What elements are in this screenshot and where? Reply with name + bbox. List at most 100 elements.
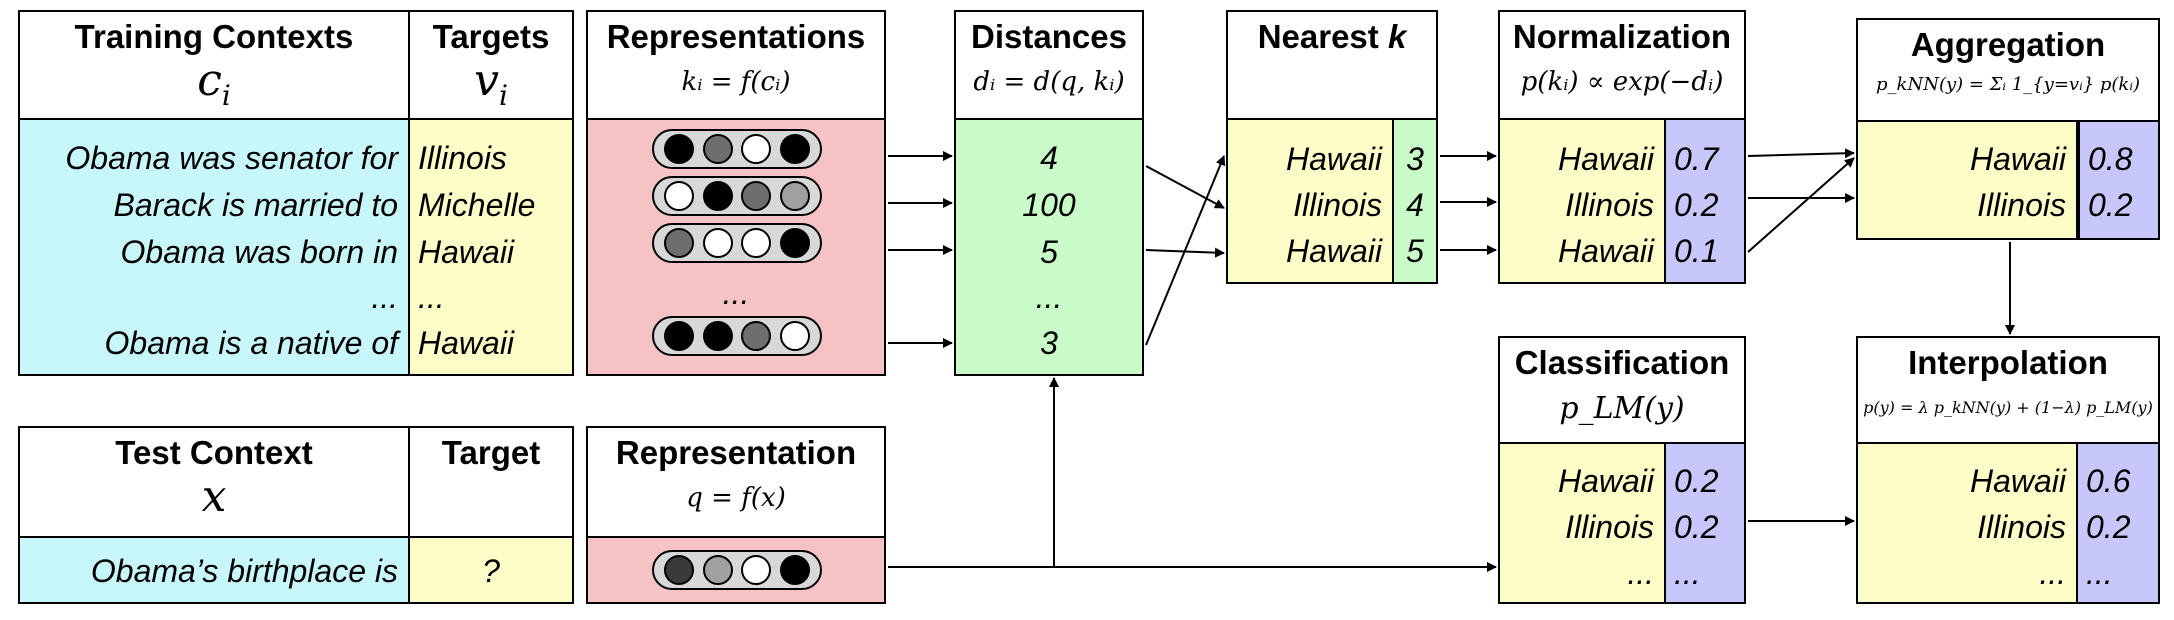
normalization-label: Illinois (1565, 187, 1654, 223)
vector-dot (664, 321, 695, 351)
targets-title: Targets (432, 18, 550, 55)
arrow-norm-to-agg (1747, 148, 1855, 159)
nearest-title: Nearest k (1257, 18, 1407, 55)
interpolation-probs: 0.6 0.2 ... (2076, 442, 2160, 604)
target-value: Illinois (418, 140, 507, 176)
representation-formula: q = f(x) (686, 483, 786, 513)
test-context-cell: Obama’s birthplace is (18, 536, 410, 604)
aggregation-labels: Hawaii Illinois (1856, 120, 2078, 240)
vector-dot (664, 228, 695, 258)
vector-dot (779, 321, 810, 351)
nearest-distance: 4 (1406, 187, 1424, 223)
target-value: ... (418, 279, 445, 315)
classification-title: Classification (1514, 344, 1730, 381)
target-value: Hawaii (418, 325, 515, 361)
aggregation-title: Aggregation (1910, 26, 2106, 63)
vector-dot (664, 134, 695, 164)
key-vector (652, 316, 822, 356)
interpolation-prob: ... (2086, 555, 2113, 591)
target-value: Michelle (418, 187, 536, 223)
distances-list: 4 100 5 ... 3 (954, 118, 1144, 376)
test-target-cell: ? (408, 536, 574, 604)
normalization-formula: p(kᵢ) ∝ exp(−dᵢ) (1520, 67, 1724, 97)
distances-header: Distances dᵢ = d(q, kᵢ) (954, 10, 1144, 120)
nearest-labels: Hawaii Illinois Hawaii (1226, 118, 1394, 284)
vector-dot (779, 181, 810, 211)
vector-dot (741, 228, 772, 258)
targets-list: Illinois Michelle Hawaii ... Hawaii (408, 118, 574, 376)
arrow-dist-to-nearest (1145, 247, 1225, 258)
vector-dot (779, 555, 810, 585)
normalization-probs: 0.7 0.2 0.1 (1664, 118, 1746, 284)
normalization-header: Normalization p(kᵢ) ∝ exp(−dᵢ) (1498, 10, 1746, 120)
training-contexts-symbol: ci (197, 55, 231, 112)
vector-dot (779, 134, 810, 164)
training-context: Barack is married to (113, 187, 398, 223)
training-context: Obama was senator for (65, 140, 398, 176)
vector-dot (702, 134, 733, 164)
arrow-dist-to-nearest (1145, 165, 1225, 209)
interpolation-label: ... (2039, 555, 2066, 591)
nearest-distance: 5 (1406, 233, 1424, 269)
key-vector (652, 223, 822, 263)
normalization-prob: 0.1 (1674, 233, 1719, 269)
classification-formula: p_LM(y) (1559, 391, 1685, 426)
test-target-value: ? (482, 553, 500, 589)
representations-ellipsis: ... (722, 275, 750, 311)
vector-dot (779, 228, 810, 258)
interpolation-title: Interpolation (1908, 344, 2108, 381)
vector-dot (702, 228, 733, 258)
training-context: ... (371, 279, 398, 315)
aggregation-prob: 0.8 (2088, 141, 2133, 177)
test-context-header: Test Context x (18, 426, 410, 538)
nearest-label: Illinois (1293, 187, 1382, 223)
aggregation-label: Illinois (1977, 187, 2066, 223)
distances-formula: dᵢ = d(q, kᵢ) (973, 67, 1125, 97)
classification-prob: 0.2 (1674, 509, 1719, 545)
representations-title: Representations (606, 18, 866, 55)
distance-value: 4 (1040, 140, 1058, 176)
vector-dot (741, 181, 772, 211)
key-vector (652, 176, 822, 216)
training-contexts-title: Training Contexts (74, 18, 354, 55)
vector-dot (741, 555, 772, 585)
representations-header: Representations kᵢ = f(cᵢ) (586, 10, 886, 120)
normalization-labels: Hawaii Illinois Hawaii (1498, 118, 1666, 284)
classification-prob: ... (1674, 555, 1701, 591)
arrow-norm-to-agg (1747, 157, 1855, 253)
vector-dot (702, 181, 733, 211)
interpolation-label: Illinois (1977, 509, 2066, 545)
representation-title: Representation (615, 434, 857, 471)
representation-cell (586, 536, 886, 604)
targets-header: Targets vi (408, 10, 574, 120)
training-context: Obama is a native of (104, 325, 398, 361)
vector-dot (741, 321, 772, 351)
interpolation-labels: Hawaii Illinois ... (1856, 442, 2078, 604)
key-vector (652, 129, 822, 169)
distance-value: 100 (1022, 187, 1076, 223)
distance-value: ... (1035, 279, 1063, 315)
nearest-distances: 3 4 5 (1392, 118, 1438, 284)
vector-dot (702, 555, 733, 585)
normalization-label: Hawaii (1557, 141, 1654, 177)
target-value: Hawaii (418, 234, 515, 270)
aggregation-prob: 0.2 (2088, 187, 2133, 223)
classification-probs: 0.2 0.2 ... (1664, 442, 1746, 604)
distance-value: 5 (1040, 234, 1058, 270)
representation-header: Representation q = f(x) (586, 426, 886, 538)
test-context-title: Test Context (115, 434, 313, 471)
interpolation-formula: p(y) = λ p_kNN(y) + (1−λ) p_LM(y) (1863, 398, 2153, 417)
normalization-prob: 0.7 (1674, 141, 1719, 177)
distances-title: Distances (971, 18, 1127, 55)
targets-symbol: vi (474, 55, 508, 112)
classification-label: Illinois (1565, 509, 1654, 545)
classification-label: Hawaii (1557, 463, 1654, 499)
interpolation-header: Interpolation p(y) = λ p_kNN(y) + (1−λ) … (1856, 336, 2160, 444)
aggregation-probs: 0.8 0.2 (2076, 120, 2160, 240)
nearest-label: Hawaii (1285, 233, 1382, 269)
training-context: Obama was born in (120, 234, 398, 270)
interpolation-prob: 0.6 (2086, 463, 2131, 499)
normalization-label: Hawaii (1557, 233, 1654, 269)
nearest-header: Nearest k (1226, 10, 1438, 120)
